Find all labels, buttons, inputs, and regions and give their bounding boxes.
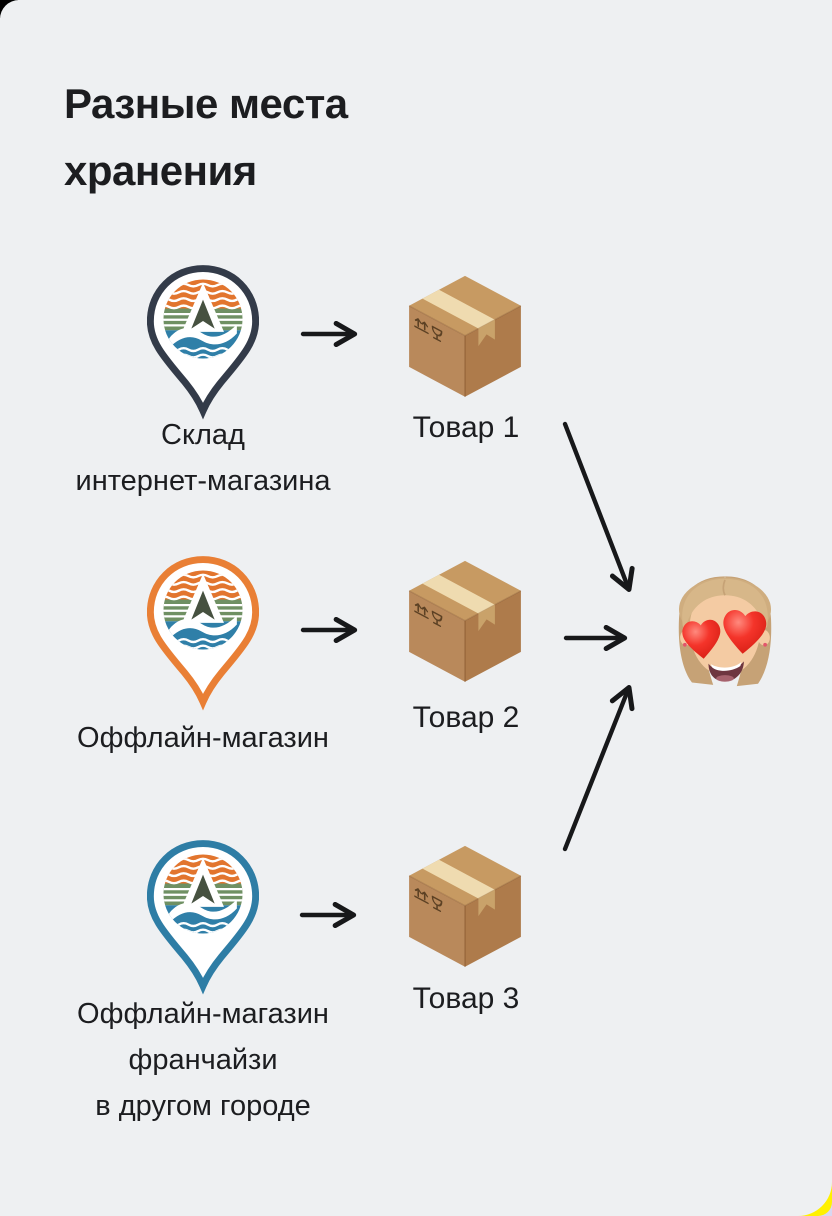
heart-eyes-face-icon (666, 572, 784, 694)
page-title: Разные места хранения (64, 70, 524, 204)
package-box-icon-1 (400, 272, 530, 402)
location-pin-icon-warehouse (147, 265, 259, 420)
location-label-warehouse: Склад интернет-магазина (75, 419, 331, 497)
location-label-franchise: Оффлайн-магазин франчайзи в другом город… (77, 998, 329, 1122)
package-box-icon-3 (400, 842, 530, 972)
location-pin-icon-offline-store (147, 556, 259, 711)
package-box-icon-2 (400, 557, 530, 687)
title-line: Разные места (64, 80, 348, 127)
location-label-offline-store: Оффлайн-магазин (77, 722, 329, 754)
location-pin-icon-franchise (147, 840, 259, 995)
title-line: хранения (64, 147, 257, 194)
product-label-3: Товар 3 (412, 982, 520, 1015)
product-label-2: Товар 2 (412, 701, 520, 734)
product-label-1: Товар 1 (412, 411, 520, 444)
